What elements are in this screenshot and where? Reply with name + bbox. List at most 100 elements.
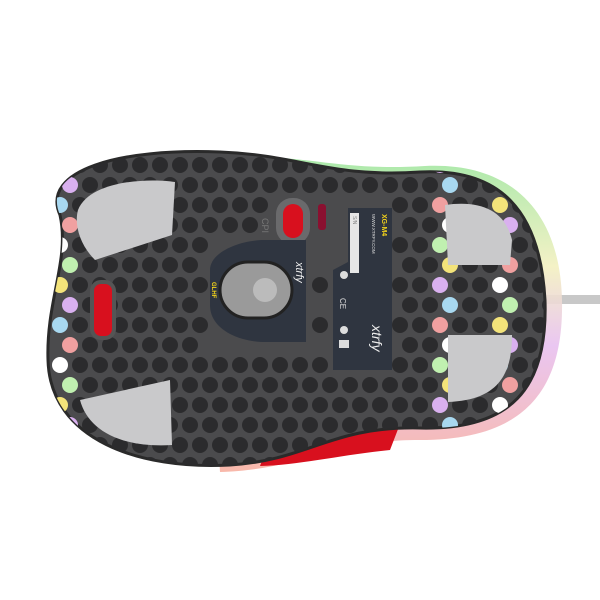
hole (62, 257, 78, 273)
hole (352, 397, 368, 413)
hole (132, 317, 148, 333)
hole (72, 357, 88, 373)
hole (512, 437, 528, 453)
hole (552, 437, 568, 453)
hole (552, 197, 568, 213)
hole (582, 337, 598, 353)
hole (512, 277, 528, 293)
hole (122, 297, 138, 313)
cpi-button[interactable] (276, 198, 326, 244)
hole (232, 157, 248, 173)
hole (202, 177, 218, 193)
hole (592, 437, 600, 453)
website: WWW.XTRFY.COM (371, 214, 376, 254)
hole (472, 397, 488, 413)
hole (492, 277, 508, 293)
hole (242, 177, 258, 193)
hole (102, 337, 118, 353)
hole (422, 457, 438, 466)
hole (232, 437, 248, 453)
hole (402, 377, 418, 393)
hole (152, 277, 168, 293)
hole (462, 177, 478, 193)
hole (202, 217, 218, 233)
hole (342, 457, 358, 466)
hole (342, 177, 358, 193)
hole (62, 457, 78, 466)
hole (402, 217, 418, 233)
hole (182, 177, 198, 193)
hole (412, 397, 428, 413)
hole (72, 277, 88, 293)
hole (82, 257, 98, 273)
hole (272, 437, 288, 453)
hole (472, 317, 488, 333)
hole (442, 457, 458, 466)
hole (482, 457, 498, 466)
hole (522, 177, 538, 193)
hole (222, 177, 238, 193)
hole (62, 337, 78, 353)
hole (82, 377, 98, 393)
hole (212, 157, 228, 173)
hole (92, 357, 108, 373)
hole (572, 437, 588, 453)
hole (52, 197, 68, 213)
hole (62, 177, 78, 193)
hole (412, 237, 428, 253)
hole (112, 277, 128, 293)
hole (322, 417, 338, 433)
hole (192, 197, 208, 213)
hole (132, 277, 148, 293)
hole (282, 417, 298, 433)
hole (142, 337, 158, 353)
hole (542, 177, 546, 193)
hole (512, 317, 528, 333)
hole (132, 157, 148, 173)
hole (392, 237, 408, 253)
hole (402, 257, 418, 273)
hole (582, 217, 598, 233)
hole (512, 157, 528, 173)
hole (202, 417, 218, 433)
hole (452, 437, 468, 453)
hole (562, 177, 578, 193)
hole (52, 357, 68, 373)
hole (512, 357, 528, 373)
hole (472, 437, 488, 453)
hole (592, 277, 600, 293)
hole (262, 417, 278, 433)
hole (122, 257, 138, 273)
hole (562, 337, 578, 353)
hole (432, 397, 448, 413)
hole (402, 297, 418, 313)
hole (122, 457, 138, 466)
hole (62, 217, 78, 233)
hole (172, 397, 188, 413)
hole (342, 377, 358, 393)
hole (112, 157, 128, 173)
hole (322, 177, 338, 193)
mouse-feet (76, 180, 512, 446)
hole (252, 357, 268, 373)
hole (152, 157, 168, 173)
hole (462, 457, 478, 466)
hole (142, 297, 158, 313)
hole (362, 457, 378, 466)
hole (452, 277, 468, 293)
hole (392, 277, 408, 293)
hole (212, 397, 228, 413)
hole (572, 277, 588, 293)
hole (522, 337, 538, 353)
sensor-brand: xtrfy (293, 261, 305, 284)
hole (172, 317, 188, 333)
hole (152, 357, 168, 373)
hole (382, 457, 398, 466)
hole (542, 417, 546, 433)
hole (222, 417, 238, 433)
hole (412, 277, 428, 293)
profile-button[interactable] (90, 280, 116, 340)
hole (102, 257, 118, 273)
hole (242, 377, 258, 393)
hole (522, 457, 538, 466)
